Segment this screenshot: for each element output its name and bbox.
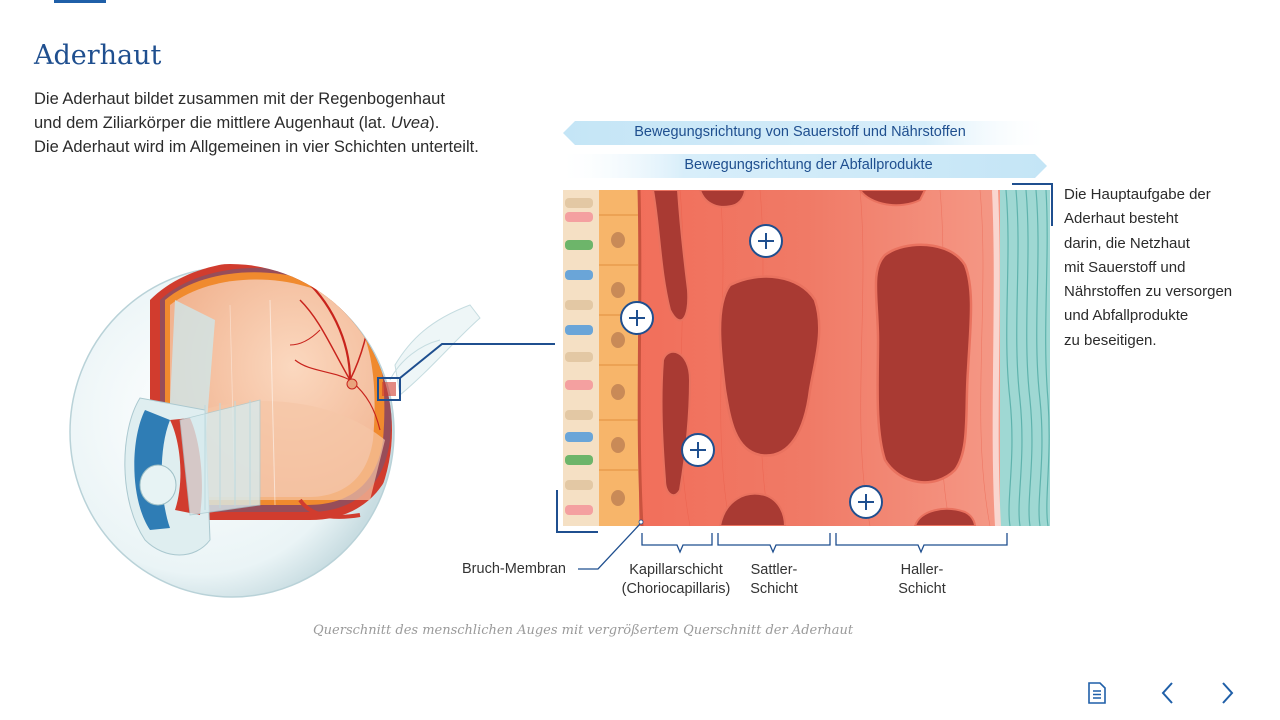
chevron-left-icon <box>1161 682 1173 704</box>
haller-label-line-1: Haller- <box>900 562 944 578</box>
arrow-nutrients <box>563 121 1045 145</box>
kapillar-label-line-2: (Choriocapillaris) <box>621 581 731 597</box>
side-description: Die Hauptaufgabe der Aderhaut besteht da… <box>1064 183 1264 353</box>
haller-label-line-2: Schicht <box>898 581 946 597</box>
haller-layer-label: Haller- Schicht <box>882 561 962 599</box>
active-tab-indicator[interactable] <box>54 0 106 3</box>
figure-caption: Querschnitt des menschlichen Auges mit v… <box>313 623 854 638</box>
kapillar-layer-label: Kapillarschicht (Choriocapillaris) <box>616 561 736 599</box>
side-text-line: Die Hauptaufgabe der <box>1064 186 1211 203</box>
chevron-right-icon <box>1222 682 1234 704</box>
bruch-membrane-label: Bruch-Membran <box>462 561 566 577</box>
side-text-line: darin, die Netzhaut <box>1064 234 1190 252</box>
side-text-line: zu beseitigen. <box>1064 331 1157 349</box>
intro-line-1: Die Aderhaut bildet zusammen mit der Reg… <box>34 90 445 108</box>
side-text-line: Nährstoffen zu versorgen <box>1064 283 1233 301</box>
intro-line-2b: ). <box>429 114 440 132</box>
kapillar-bracket <box>641 533 713 554</box>
sattler-bracket <box>717 533 831 554</box>
hotspot-plus-button[interactable] <box>681 433 715 467</box>
haller-bracket <box>835 533 1008 554</box>
zoom-connector-line <box>399 343 555 379</box>
arrow-waste <box>563 154 1047 178</box>
page-title: Aderhaut <box>34 40 162 71</box>
bruch-pointer-dot <box>638 519 644 525</box>
document-icon <box>1088 682 1106 704</box>
notes-button[interactable] <box>1080 676 1114 710</box>
arrow-waste-label: Bewegungsrichtung der Abfallprodukte <box>684 157 933 173</box>
sattler-layer-label: Sattler- Schicht <box>734 561 814 599</box>
cross-section-corner-bracket <box>556 490 598 533</box>
side-text-bracket <box>1012 183 1053 226</box>
intro-line-2a: und dem Ziliarkörper die mittlere Augenh… <box>34 114 391 132</box>
sattler-label-line-1: Sattler- <box>750 562 798 578</box>
previous-page-button[interactable] <box>1151 676 1185 710</box>
hotspot-plus-button[interactable] <box>749 224 783 258</box>
hotspot-plus-button[interactable] <box>620 301 654 335</box>
choroid-cross-section <box>563 190 1050 526</box>
intro-line-3: Die Aderhaut wird im Allgemeinen in vier… <box>34 138 479 156</box>
next-page-button[interactable] <box>1210 676 1244 710</box>
side-text-line: und Abfallprodukte <box>1064 307 1189 325</box>
sattler-label-line-2: Schicht <box>750 581 798 597</box>
bruch-pointer-line <box>578 523 641 570</box>
kapillar-label-line-1: Kapillarschicht <box>629 562 723 578</box>
intro-uvea-term: Uvea <box>390 114 430 132</box>
arrow-nutrients-label: Bewegungsrichtung von Sauerstoff und Näh… <box>634 124 966 140</box>
hotspot-plus-button[interactable] <box>849 485 883 519</box>
side-text-line: Aderhaut besteht <box>1064 210 1179 228</box>
intro-text: Die Aderhaut bildet zusammen mit der Reg… <box>34 87 504 159</box>
eye-globe <box>69 264 481 598</box>
side-text-line: mit Sauerstoff und <box>1064 258 1186 276</box>
intro-line-2: und dem Ziliarkörper die mittlere Augenh… <box>34 111 504 135</box>
